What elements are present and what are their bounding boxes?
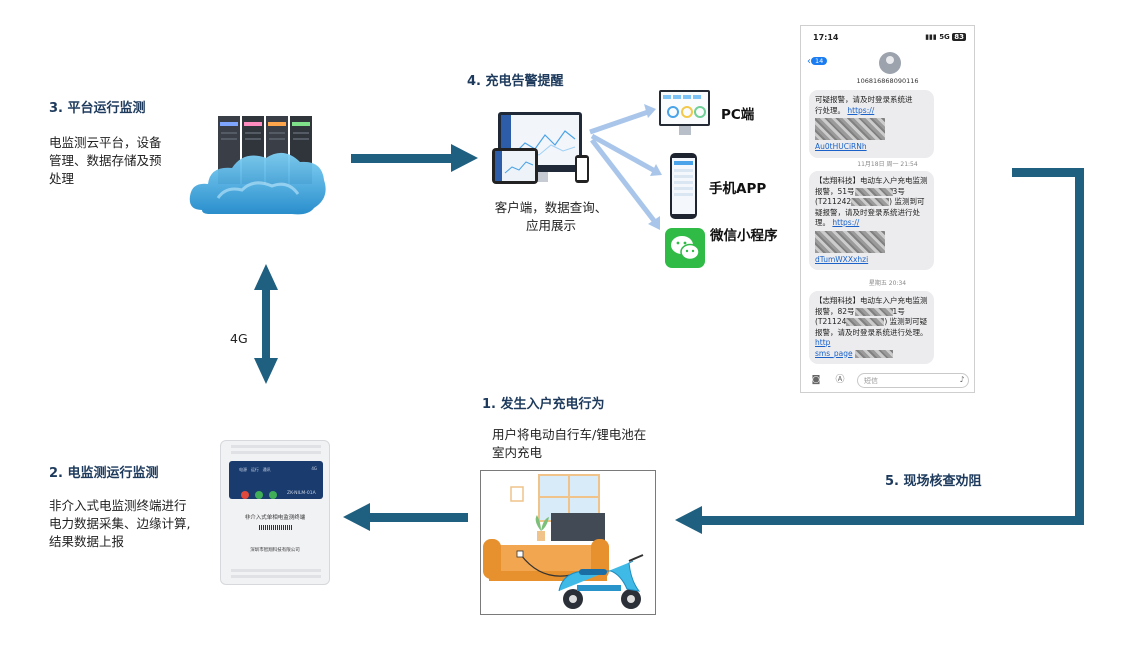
client-wechat-label: 微信小程序 [710,228,778,244]
step2-description: 非介入式电监测终端进行 电力数据采集、边缘计算, 结果数据上报 [49,497,219,551]
indoor-charging-scene [480,470,656,615]
step1-description: 用户将电动自行车/锂电池在 室内充电 [492,426,646,462]
phone-signal: ▮▮▮ 5G 83 [925,33,966,41]
sms-link[interactable]: dTumWXXxhzi [815,254,869,264]
step2-desc-line: 电力数据采集、边缘计算, [49,516,191,531]
redacted-block [815,230,885,253]
sms-text: ) 监测到可疑报警，请及时登录系统进行处理。 [815,317,928,337]
wechat-miniprogram-icon [665,228,705,268]
terminal-name: 非介入式单相电监测终端 [244,515,306,521]
led-label: 通讯 [262,467,271,472]
monitoring-terminal-device: 电源 运行 通讯 4G ZK-NILM-01A 非介入式单相电监测终端 深圳市智… [220,440,330,585]
arrow-cloud-to-client [351,144,478,172]
microphone-icon[interactable]: ♪ [959,375,965,384]
step1-desc-line: 用户将电动自行车/锂电池在 [492,427,647,442]
step5-title: 5. 现场核查劝阻 [885,474,982,489]
sms-text: 1号 (T21124 [815,306,905,327]
step4-desc-line: 应用展示 [525,218,576,233]
sms-text: 【志翔科技】电动车入户充电监测报警，82号 [815,296,928,316]
phone-network: 5G [939,33,950,41]
run-led-icon [255,491,263,499]
terminal-header: 电源 运行 通讯 4G ZK-NILM-01A [229,461,323,499]
sms-phone-screenshot: 17:14 ▮▮▮ 5G 83 ‹14 106816868090116 可疑报警… [800,25,975,393]
step4-desc-line: 客户端，数据查询、 [494,200,608,215]
redacted-block [846,318,885,326]
desktop-monitor-icon [498,112,582,182]
back-count-badge: 14 [811,57,828,65]
step4-title: 4. 充电告警提醒 [467,74,564,89]
step2-desc-line: 非介入式电监测终端进行 [49,498,187,513]
sms-link[interactable]: sms_page [815,348,853,358]
redacted-block [854,187,893,196]
phone-battery: 83 [952,33,966,41]
phone-time: 17:14 [813,33,839,42]
step2-desc-line: 结果数据上报 [49,534,125,549]
appstore-icon[interactable]: Ⓐ [835,375,845,385]
terminal-barcode [259,525,293,530]
led-label: 运行 [250,467,259,472]
sms-message: 可疑报警，请及时登录系统进 行处理。 https:// Au0tHUCiRNh [809,90,934,158]
sms-timestamp: 11月18日 周一 21:54 [857,161,918,168]
camera-icon[interactable]: ◙ [811,375,821,385]
back-button[interactable]: ‹14 [807,56,828,67]
led-labels: 电源 运行 通讯 [239,467,271,473]
step1-desc-line: 室内充电 [492,445,543,460]
link-4g-label: 4G [230,331,248,346]
sms-text: ) 监测到可疑报警，请及时登录系统进行处理。 [815,197,925,227]
sms-text: 可疑报警，请及时登录系统进 [815,95,913,104]
redacted-block [815,118,885,140]
step3-title: 3. 平台运行监测 [49,101,146,116]
step3-description: 电监测云平台，设备 管理、数据存储及预 处理 [49,134,199,188]
arrow-scene-to-terminal [343,503,468,531]
cloud-server-icon [188,112,330,224]
step2-title: 2. 电监测运行监测 [49,466,159,481]
sms-link[interactable]: http [815,338,831,347]
comm-led-icon [269,491,277,499]
pc-monitor-icon [659,90,710,135]
step4-description: 客户端，数据查询、 应用展示 [486,199,616,235]
contact-avatar [879,52,901,74]
mobile-app-icon [670,153,697,219]
smartphone-icon [575,155,589,183]
terminal-model: ZK-NILM-01A [287,491,316,496]
sms-text: 3号 (T211242 [815,186,905,207]
sms-link[interactable]: https:// [847,105,875,115]
redacted-block [855,349,893,358]
arrow-client-fanout [589,104,662,230]
sms-link[interactable]: https:// [832,218,860,227]
terminal-brand-mark: 4G [311,466,317,471]
redacted-block [851,198,890,206]
sms-text: 【志翔科技】电动车入户充电监测报警，51号 [815,176,928,196]
terminal-maker: 深圳市智翔科技有限公司 [250,548,300,553]
step3-desc-line: 电监测云平台，设备 [49,135,162,150]
step3-desc-line: 管理、数据存储及预 [49,153,162,168]
sms-input[interactable]: 短信 [857,373,969,388]
step3-desc-line: 处理 [49,171,75,186]
sender-number: 106816868090116 [856,77,919,85]
sms-link[interactable]: Au0tHUCiRNh [815,142,867,151]
sms-text: 行处理。 [815,105,845,115]
redacted-block [854,307,893,316]
phone-status-bar: 17:14 ▮▮▮ 5G 83 [801,26,974,48]
client-app-label: 手机APP [709,181,767,197]
sms-timestamp: 星期五 20:34 [868,280,907,287]
arrow-phone-to-scene [675,168,1084,534]
power-led-icon [241,491,249,499]
tablet-icon [492,148,538,184]
led-label: 电源 [239,467,247,472]
arrow-4g-link [254,264,278,384]
client-pc-label: PC端 [721,107,755,123]
step1-title: 1. 发生入户充电行为 [482,397,605,412]
